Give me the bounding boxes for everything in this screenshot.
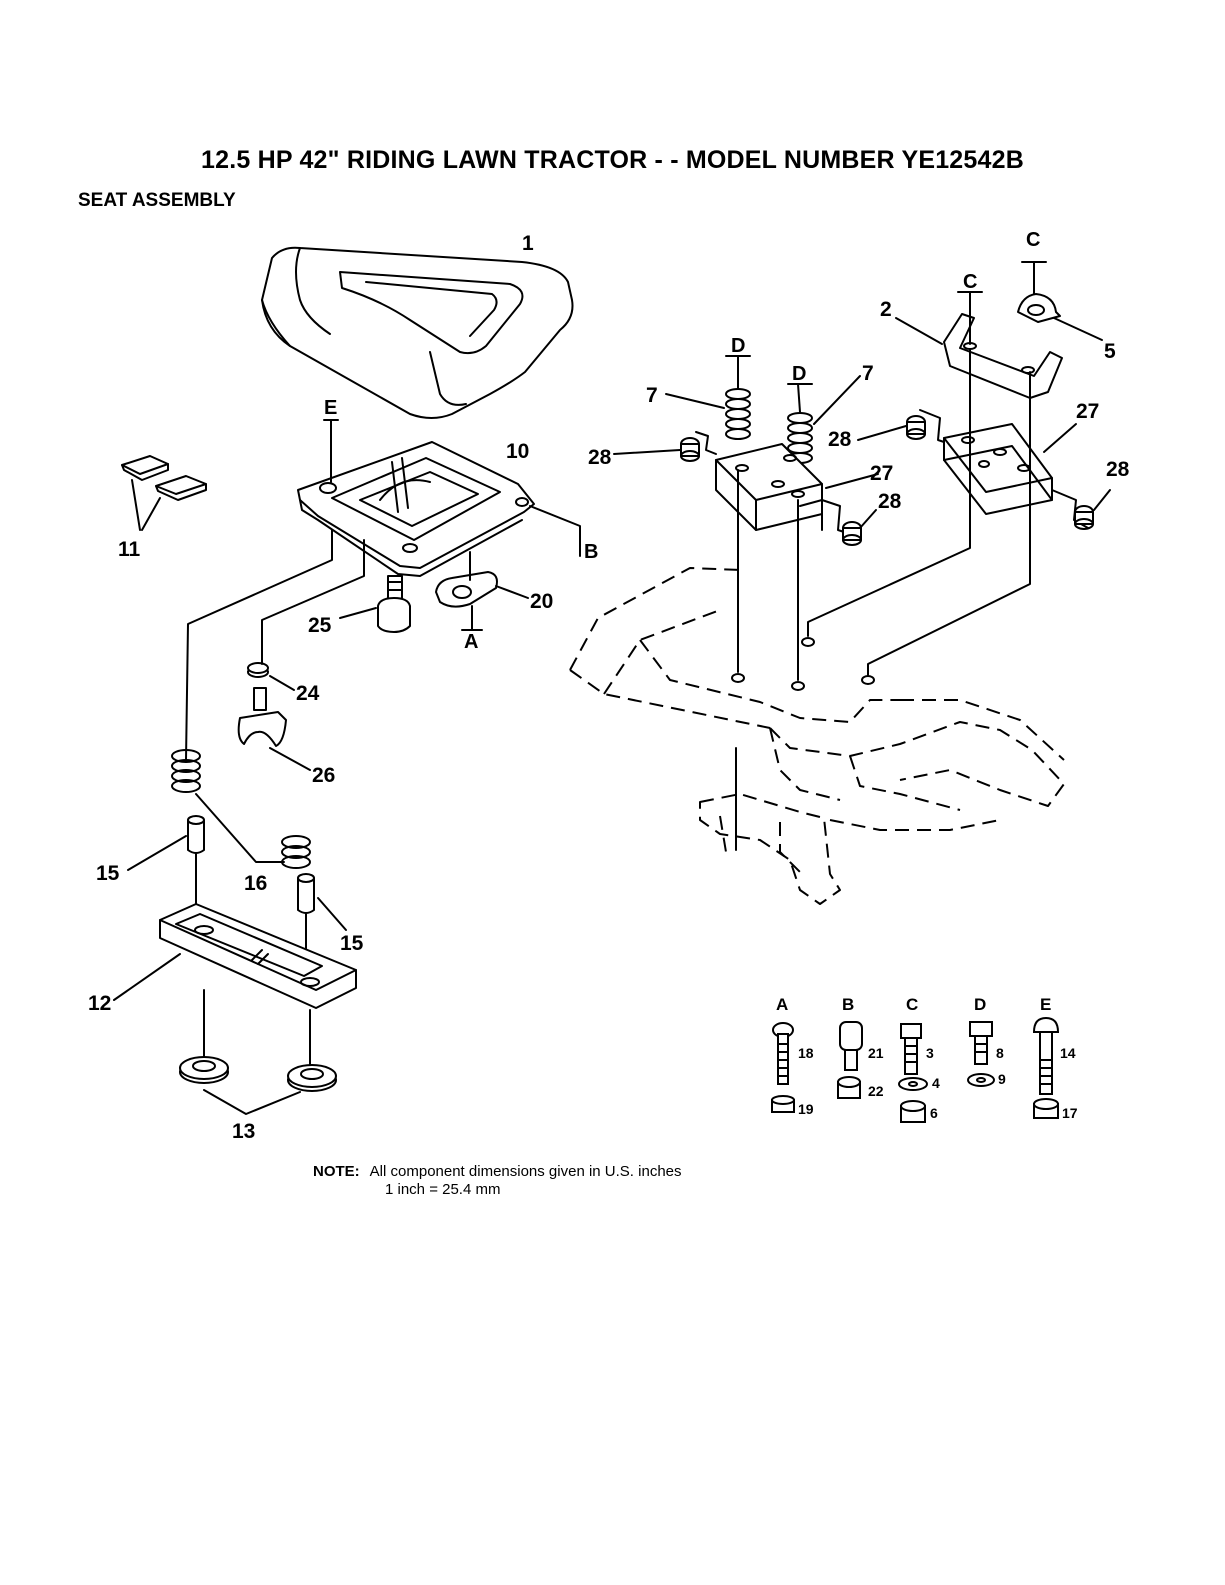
ref-letter-c-left: C [963,271,977,293]
callout-12: 12 [88,992,111,1015]
hw-letter-e: E [1040,995,1051,1014]
callout-28d: 28 [1106,458,1130,481]
note-line-2: 1 inch = 25.4 mm [313,1181,682,1199]
nut-part [180,1057,336,1114]
hw-part-3: 3 [926,1045,934,1061]
callout-2: 2 [880,298,892,321]
callout-25: 25 [308,614,332,637]
callout-15b: 15 [340,932,364,955]
ref-letter-d-left: D [731,335,745,357]
hw-part-22: 22 [868,1083,884,1099]
hw-letter-c: C [906,995,918,1014]
dimensions-note: NOTE: All component dimensions given in U… [313,1163,682,1199]
hw-letter-b: B [842,995,854,1014]
callout-16: 16 [244,872,267,895]
washer-part [248,663,294,690]
ref-letter-c-right: C [1026,229,1040,251]
callout-7a: 7 [646,384,658,407]
callout-20: 20 [530,590,553,613]
callout-28b: 28 [828,428,852,451]
hw-part-6: 6 [930,1105,938,1121]
clip-part [436,552,528,630]
hw-part-4: 4 [932,1075,940,1091]
callout-24: 24 [296,682,320,705]
hw-part-21: 21 [868,1045,884,1061]
hw-part-19: 19 [798,1101,814,1117]
callout-11: 11 [118,538,141,561]
callout-5: 5 [1104,340,1116,363]
ref-letter-d-right: D [792,363,806,385]
hw-part-18: 18 [798,1045,814,1061]
ref-letter-e: E [324,397,337,419]
callout-28a: 28 [588,446,612,469]
callout-27b: 27 [1076,400,1099,423]
callout-15a: 15 [96,862,120,885]
clip-5-part [1018,262,1102,340]
ref-letter-b: B [584,541,598,563]
callout-27a: 27 [870,462,893,485]
alignment-lines-right [736,350,1030,850]
hw-part-8: 8 [996,1045,1004,1061]
callout-26: 26 [312,764,335,787]
hw-letter-a: A [776,995,788,1014]
spacer-part [128,816,346,930]
callout-28c: 28 [878,490,902,513]
hardware-legend [772,1018,1058,1122]
callout-1: 1 [522,232,534,255]
seat-plate-part [114,904,356,1008]
alignment-lines-left [186,530,364,1064]
callout-7b: 7 [862,362,874,385]
note-line-1: All component dimensions given in U.S. i… [370,1163,682,1180]
hw-letter-d: D [974,995,986,1014]
hw-part-17: 17 [1062,1105,1078,1121]
ref-letter-a: A [464,631,478,653]
seat-pan-part [298,442,580,576]
hw-part-9: 9 [998,1071,1006,1087]
knob-part [340,576,410,632]
hw-part-14: 14 [1060,1045,1076,1061]
bracket-part [122,456,206,530]
seat-part [262,248,573,418]
note-label: NOTE: [313,1163,360,1180]
ref-e-marker [324,420,338,482]
callout-10: 10 [506,440,529,463]
callout-13: 13 [232,1120,255,1143]
